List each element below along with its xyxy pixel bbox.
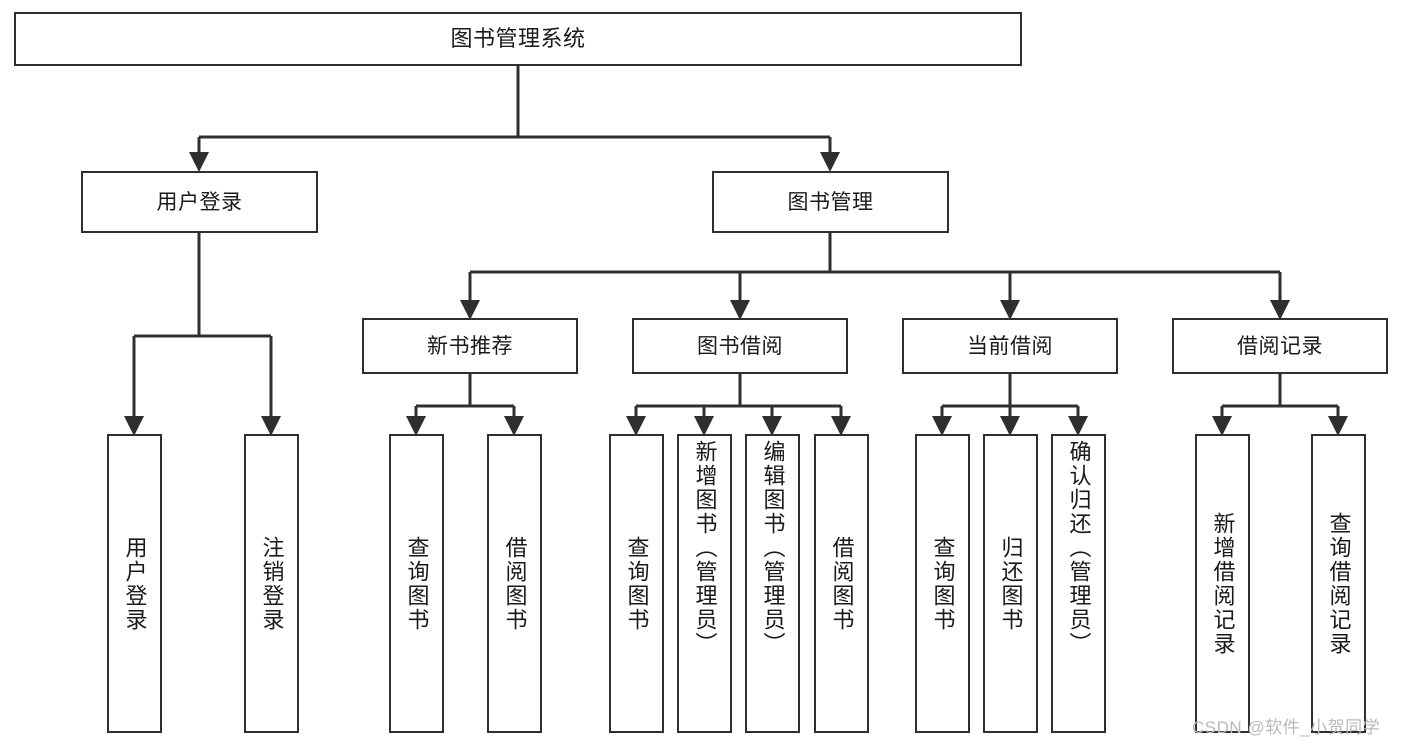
node-leaf-return-book[interactable]: 归还图书 [983,434,1038,733]
node-borrow-record[interactable]: 借阅记录 [1172,318,1388,374]
node-leaf-add-borrow-record-label: 新增借阅记录 [1210,511,1236,656]
node-new-book-rec[interactable]: 新书推荐 [362,318,578,374]
node-root-label: 图书管理系统 [450,26,586,51]
node-leaf-query-book-rec-label: 查询图书 [404,535,430,632]
node-leaf-query-book-borrow-label: 查询图书 [624,535,650,632]
node-leaf-logout[interactable]: 注销登录 [244,434,299,733]
node-leaf-logout-label: 注销登录 [259,535,285,632]
node-book-manage-label: 图书管理 [787,190,874,214]
node-leaf-return-book-label: 归还图书 [998,535,1024,632]
node-leaf-confirm-return-admin[interactable]: 确认归还（管理员） [1051,434,1106,733]
node-leaf-confirm-return-admin-label: 确认归还（管理员） [1066,440,1092,656]
node-current-borrow[interactable]: 当前借阅 [902,318,1118,374]
node-book-borrow[interactable]: 图书借阅 [632,318,848,374]
node-leaf-edit-book-admin[interactable]: 编辑图书（管理员） [745,434,800,733]
node-leaf-edit-book-admin-label: 编辑图书（管理员） [760,440,786,656]
node-leaf-query-borrow-record[interactable]: 查询借阅记录 [1311,434,1366,733]
node-leaf-borrow-book-rec[interactable]: 借阅图书 [487,434,542,733]
node-root[interactable]: 图书管理系统 [14,12,1022,66]
node-user-login[interactable]: 用户登录 [81,171,318,233]
node-leaf-borrow-book[interactable]: 借阅图书 [814,434,869,733]
node-leaf-query-book-current-label: 查询图书 [930,535,956,632]
node-new-book-rec-label: 新书推荐 [427,334,513,358]
node-user-login-label: 用户登录 [156,190,243,214]
node-book-borrow-label: 图书借阅 [697,334,783,358]
node-leaf-add-borrow-record[interactable]: 新增借阅记录 [1195,434,1250,733]
node-leaf-user-login-label: 用户登录 [122,535,148,632]
node-book-manage[interactable]: 图书管理 [712,171,949,233]
node-leaf-query-book-rec[interactable]: 查询图书 [389,434,444,733]
node-borrow-record-label: 借阅记录 [1237,334,1323,358]
node-leaf-user-login[interactable]: 用户登录 [107,434,162,733]
node-leaf-add-book-admin[interactable]: 新增图书（管理员） [677,434,732,733]
node-leaf-add-book-admin-label: 新增图书（管理员） [692,440,718,656]
node-leaf-query-borrow-record-label: 查询借阅记录 [1326,511,1352,656]
node-current-borrow-label: 当前借阅 [967,334,1053,358]
node-leaf-borrow-book-rec-label: 借阅图书 [502,535,528,632]
node-leaf-query-book-current[interactable]: 查询图书 [915,434,970,733]
node-leaf-borrow-book-label: 借阅图书 [829,535,855,632]
node-leaf-query-book-borrow[interactable]: 查询图书 [609,434,664,733]
csdn-watermark: CSDN @软件_小贺同学 [1192,718,1381,737]
